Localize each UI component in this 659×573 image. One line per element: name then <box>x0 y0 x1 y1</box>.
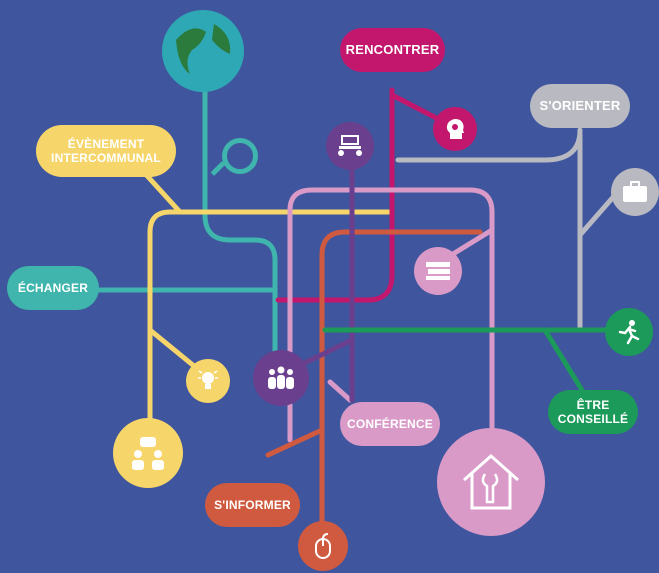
label-sorienter-text: S'ORIENTER <box>539 98 621 113</box>
orange-line <box>319 229 483 528</box>
mouse-icon <box>298 521 348 571</box>
label-etre-line1: ÊTRE <box>576 398 610 412</box>
magenta-line <box>275 87 395 303</box>
lightbulb-icon <box>186 359 230 403</box>
label-conference-text: CONFÉRENCE <box>346 417 433 431</box>
pink-line <box>287 187 495 443</box>
label-sorienter[interactable]: S'ORIENTER <box>530 84 630 128</box>
pink-conf <box>327 379 353 403</box>
yellow-line <box>137 165 183 423</box>
teal-line <box>202 72 278 363</box>
orange-branch <box>265 427 325 458</box>
label-evenement-line1: ÉVÈNEMENT <box>67 137 145 151</box>
group-icon <box>253 350 309 406</box>
magenta-branch <box>389 92 443 123</box>
label-sinformer[interactable]: S'INFORMER <box>205 483 300 527</box>
gray-branch <box>577 192 618 238</box>
label-echanger[interactable]: ÉCHANGER <box>7 266 99 310</box>
label-sinformer-text: S'INFORMER <box>214 498 291 512</box>
briefcase-icon <box>611 168 659 216</box>
globe-icon <box>162 10 244 92</box>
head-gear-icon <box>433 107 477 151</box>
gray-top-line <box>395 127 583 163</box>
chat-people-icon <box>113 418 183 488</box>
books-icon <box>414 247 462 295</box>
label-evenement-line2: INTERCOMMUNAL <box>51 151 161 165</box>
green-branch <box>542 327 588 398</box>
label-evenement[interactable]: ÉVÈNEMENT INTERCOMMUNAL <box>36 125 176 177</box>
label-conference[interactable]: CONFÉRENCE <box>340 402 440 446</box>
label-rencontrer-text: RENCONTRER <box>345 42 440 57</box>
label-rencontrer[interactable]: RENCONTRER <box>340 28 445 72</box>
meeting-table-icon <box>326 122 374 170</box>
label-etre-conseille[interactable]: ÊTRE CONSEILLÉ <box>548 390 638 434</box>
runner-icon <box>605 308 653 356</box>
label-echanger-text: ÉCHANGER <box>17 281 89 295</box>
house-tools-icon <box>437 428 545 536</box>
label-etre-line2: CONSEILLÉ <box>557 412 629 426</box>
magnifier-icon <box>222 138 258 174</box>
